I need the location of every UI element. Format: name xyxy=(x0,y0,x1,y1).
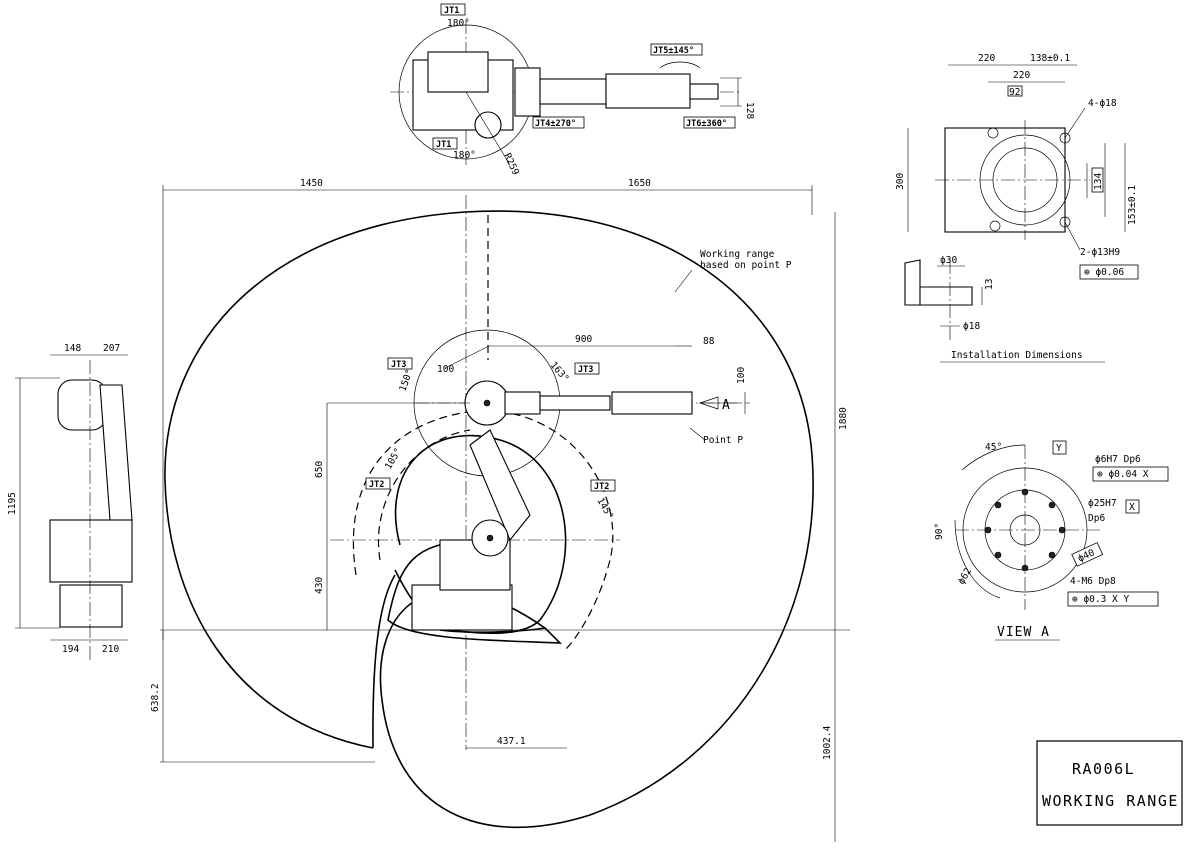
dim-638-2: 638.2 xyxy=(150,683,161,712)
angle-163: 163° xyxy=(548,360,571,385)
side-dim-1195: 1195 xyxy=(7,492,18,515)
tag-jt1-top: JT1 xyxy=(444,6,459,16)
dim-1880: 1880 xyxy=(838,407,849,430)
dim-650: 650 xyxy=(314,461,325,478)
inst-tol: ⊕ ϕ0.06 xyxy=(1084,267,1124,278)
tag-jt3-left: JT3 xyxy=(391,360,406,370)
va-tol-2: ⊕ ϕ0.3 X Y xyxy=(1072,594,1129,605)
title-model: RA006L xyxy=(1072,760,1135,778)
side-dim-148: 148 xyxy=(64,343,81,354)
title-caption: WORKING RANGE xyxy=(1042,792,1179,810)
side-dim-194: 194 xyxy=(62,644,79,655)
view-a-marker: A xyxy=(722,398,731,413)
jt2-arc-right xyxy=(486,409,614,651)
inst-phi30: ϕ30 xyxy=(940,255,957,266)
va-m6: 4-M6 Dp8 xyxy=(1070,576,1116,587)
dim-437-1: 437.1 xyxy=(497,736,526,747)
dim-100-right: 100 xyxy=(736,367,747,384)
inst-2phi13h9: 2-ϕ13H9 xyxy=(1080,247,1120,258)
envelope-outer xyxy=(164,210,814,829)
dim-88: 88 xyxy=(703,336,715,347)
inst-134: 134 xyxy=(1093,173,1104,190)
point-p-label: Point P xyxy=(703,435,743,446)
tag-jt4: JT4±270° xyxy=(535,119,576,129)
inst-220-a: 220 xyxy=(978,53,995,64)
va-y: Y xyxy=(1056,443,1062,454)
inst-300: 300 xyxy=(895,173,906,190)
tag-jt1-bottom: JT1 xyxy=(436,140,451,150)
inst-153: 153±0.1 xyxy=(1127,185,1138,225)
inst-13: 13 xyxy=(984,279,995,290)
working-range-line2: based on point P xyxy=(700,260,792,271)
dim-1650: 1650 xyxy=(628,178,651,189)
tag-jt5: JT5±145° xyxy=(653,46,694,56)
main-dimension-text: 1450 1650 1880 900 88 100 100 650 430 63… xyxy=(150,178,849,760)
dim-100-top: 100 xyxy=(437,364,454,375)
main-labels: Working range based on point P Point P A xyxy=(698,249,792,446)
angle-90: 90° xyxy=(934,523,945,540)
top-view: JT1 180° JT1 180° JT5±145° JT4±270° JT6±… xyxy=(390,3,755,178)
dim-430: 430 xyxy=(314,577,325,594)
envelope-hook-2 xyxy=(439,627,546,633)
side-dim-210: 210 xyxy=(102,644,119,655)
dim-r259: R259 xyxy=(501,152,521,178)
angle-45: 45° xyxy=(985,442,1002,453)
robot-side-main xyxy=(411,380,693,631)
view-a-caption: VIEW A xyxy=(997,625,1050,640)
side-dim-207: 207 xyxy=(103,343,120,354)
inst-phi18: ϕ18 xyxy=(963,321,980,332)
inst-92: 92 xyxy=(1009,87,1020,98)
envelope-hook xyxy=(372,574,396,749)
va-x: X xyxy=(1129,502,1135,513)
inst-138: 138±0.1 xyxy=(1030,53,1070,64)
angle-105: 105° xyxy=(383,446,404,471)
inst-4phi18: 4-ϕ18 xyxy=(1088,98,1117,109)
title-block: RA006L WORKING RANGE xyxy=(1036,740,1183,826)
va-62: ϕ62 xyxy=(956,566,974,586)
side-view: 148 207 1195 194 210 xyxy=(7,343,133,660)
jt2-arc-left xyxy=(352,409,488,576)
main-dimensions xyxy=(160,185,850,842)
dim-128: 128 xyxy=(744,102,755,119)
working-envelope xyxy=(164,195,814,829)
dim-1450: 1450 xyxy=(300,178,323,189)
tag-jt3-right: JT3 xyxy=(578,365,593,375)
inst-220-b: 220 xyxy=(1013,70,1030,81)
angle-150: 150° xyxy=(397,368,415,393)
working-range-line1: Working range xyxy=(700,249,775,260)
dim-900: 900 xyxy=(575,334,592,345)
angle-145: 145° xyxy=(594,496,615,521)
tag-jt2-right: JT2 xyxy=(594,482,609,492)
angle-180-top: 180° xyxy=(447,18,470,29)
angle-180-bottom: 180° xyxy=(453,150,476,161)
va-6h7: ϕ6H7 Dp6 xyxy=(1095,454,1141,465)
installation-caption: Installation Dimensions xyxy=(951,350,1083,361)
dim-1002-4: 1002.4 xyxy=(822,725,833,760)
va-dp6: Dp6 xyxy=(1088,513,1105,524)
tag-jt6: JT6±360° xyxy=(686,119,727,129)
tag-jt2-left: JT2 xyxy=(369,480,384,490)
installation-view: 220 138±0.1 220 92 4-ϕ18 300 220 134 153… xyxy=(895,53,1139,363)
view-a: Y ϕ6H7 Dp6 ⊕ ϕ0.04 X ϕ25H7 Dp6 X ϕ40 ϕ62… xyxy=(934,440,1169,641)
va-tol-1: ⊕ ϕ0.04 X xyxy=(1097,469,1149,480)
va-25h7: ϕ25H7 xyxy=(1088,498,1117,509)
